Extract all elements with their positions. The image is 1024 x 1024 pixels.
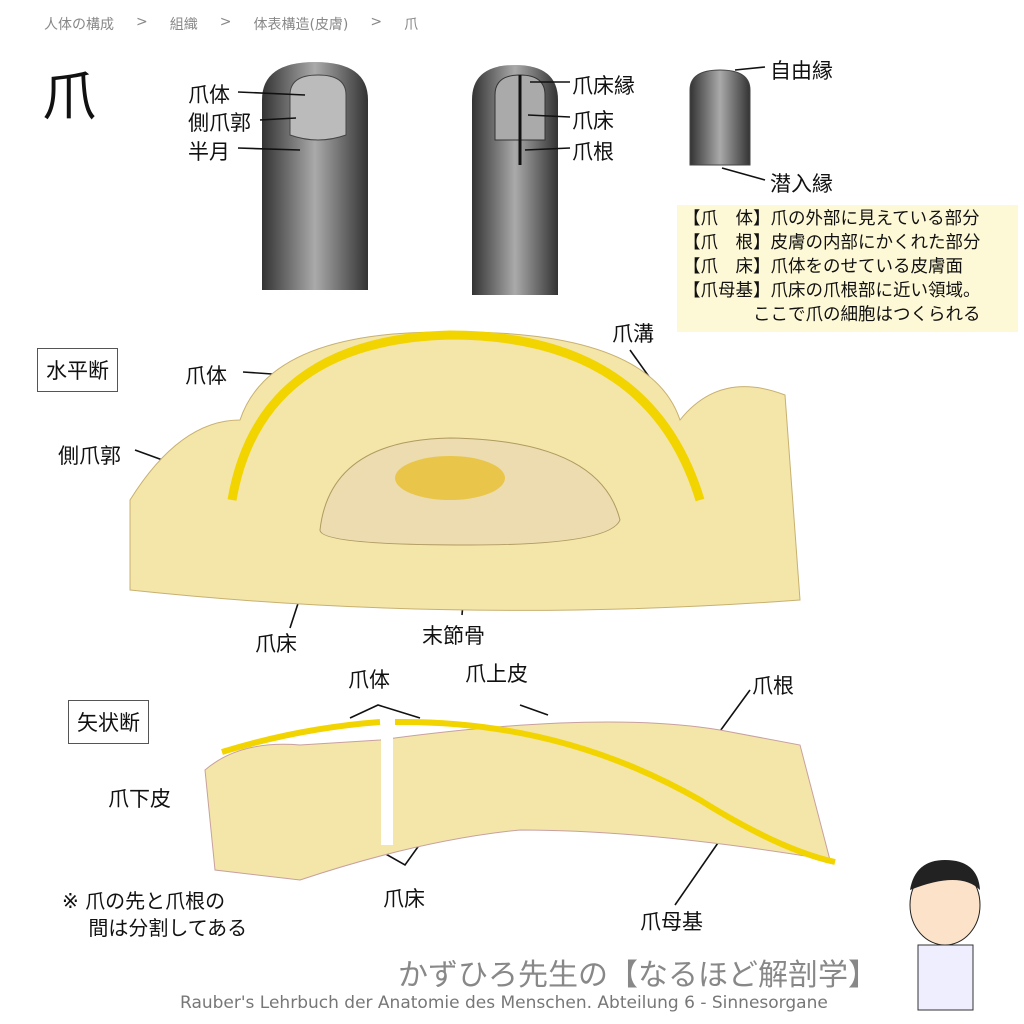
label-s-nail-body: 爪体: [348, 668, 390, 692]
mascot-cartoon: [909, 860, 981, 1011]
crumb-sep: >: [219, 14, 232, 30]
label-eponychium: 爪上皮: [465, 662, 528, 686]
label-h-nail-body: 爪体: [185, 364, 227, 388]
breadcrumb: 人体の構成 > 組織 > 体表構造(皮膚) > 爪: [44, 14, 418, 34]
label-nail-bed: 爪床: [572, 109, 614, 133]
crumb-body[interactable]: 人体の構成: [44, 17, 114, 33]
brand-text: かずひろ先生の【なるほど解剖学】: [398, 958, 878, 993]
label-nail-groove: 爪溝: [612, 322, 654, 346]
label-free-edge: 自由縁: [770, 59, 833, 83]
label-hyponychium: 爪下皮: [108, 787, 171, 811]
label-nail-matrix: 爪母基: [640, 910, 703, 934]
sagittal-section-title: 矢状断: [68, 700, 149, 744]
finger-illustration-1: [262, 62, 368, 290]
definition-nail-body: 【爪 体】爪の外部に見えている部分: [683, 209, 980, 229]
crumb-sep: >: [136, 14, 148, 30]
horizontal-section: [129, 330, 801, 611]
definition-nail-root: 【爪 根】皮膚の内部にかくれた部分: [683, 233, 981, 253]
label-s-nail-bed: 爪床: [383, 887, 425, 911]
label-lateral-nail-fold: 側爪郭: [188, 111, 251, 135]
label-h-nail-bed: 爪床: [255, 632, 297, 656]
crumb-sep: >: [370, 14, 383, 30]
nail-plate: [227, 330, 705, 502]
crumb-tissue[interactable]: 組織: [169, 17, 198, 33]
label-s-nail-root: 爪根: [752, 674, 794, 698]
label-h-lateral-fold: 側爪郭: [58, 444, 121, 468]
label-distal-phalanx: 末節骨: [422, 624, 485, 648]
definition-nail-matrix: 【爪母基】爪床の爪根部に近い領域。: [683, 281, 981, 301]
label-nail-root: 爪根: [572, 140, 614, 164]
definition-nail-bed: 【爪 床】爪体をのせている皮膚面: [683, 257, 963, 277]
label-lunula: 半月: [188, 140, 230, 164]
label-nail-body: 爪体: [188, 83, 230, 107]
finger-illustration-2: [472, 65, 558, 295]
label-nail-bed-edge: 爪床縁: [572, 74, 635, 98]
horizontal-section-title: 水平断: [37, 348, 118, 392]
page-title: 爪: [42, 65, 96, 128]
source-citation: Rauber's Lehrbuch der Anatomie des Mensc…: [180, 993, 828, 1013]
crumb-current: 爪: [404, 17, 419, 33]
note-line-1: ※ 爪の先と爪根の: [62, 889, 226, 913]
definition-nail-matrix-cont: ここで爪の細胞はつくられる: [683, 305, 981, 325]
nail-illustration: [689, 69, 751, 166]
definition-box: 【爪 体】爪の外部に見えている部分 【爪 根】皮膚の内部にかくれた部分 【爪 床…: [677, 205, 1018, 332]
crumb-skin[interactable]: 体表構造(皮膚): [253, 17, 349, 33]
sagittal-section: [204, 715, 836, 881]
note: ※ 爪の先と爪根の 間は分割してある: [62, 888, 247, 942]
note-line-2: 間は分割してある: [62, 916, 248, 940]
label-hidden-edge: 潜入縁: [770, 172, 833, 196]
